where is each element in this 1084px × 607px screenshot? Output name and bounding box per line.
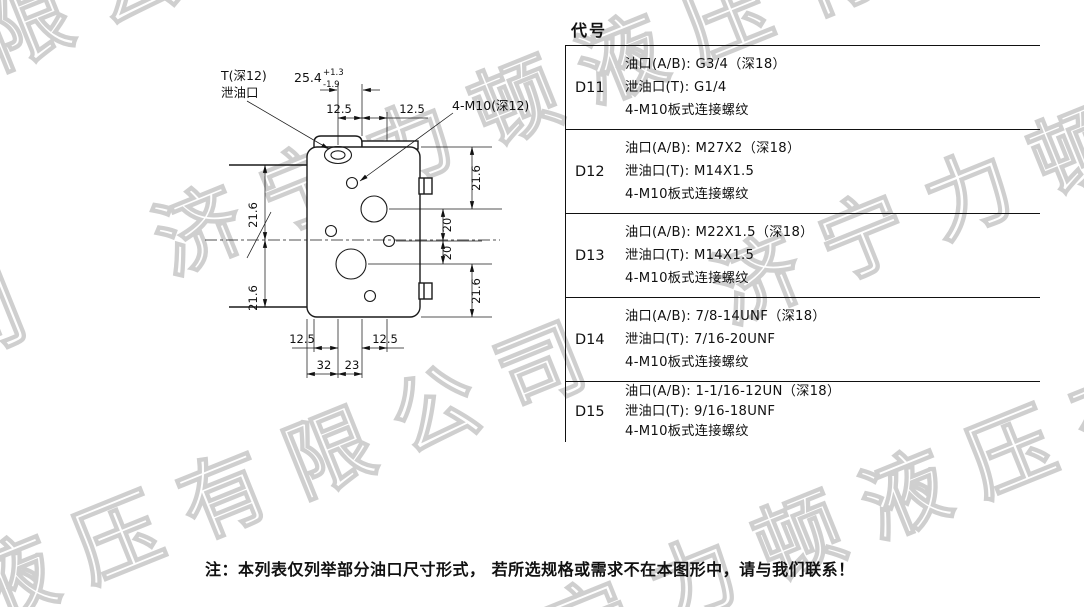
row-code: D15 [575, 404, 605, 420]
table-row-d14: D14 油口(A/B): 7/8-14UNF（深18） 泄油口(T): 7/16… [566, 298, 1040, 382]
dim-label-12-5: 12.5 [372, 332, 398, 346]
dim-tol-minus: -1.9 [323, 80, 340, 90]
row-line: 泄油口(T): 7/16-20UNF [625, 331, 776, 347]
hex-plug-lower [418, 282, 433, 300]
port-spec-table: 代号 D11 油口(A/B): G3/4（深18） 泄油口(T): G1/4 4… [565, 20, 1040, 442]
housing-break-lines [229, 164, 307, 308]
port-dimension-drawing: 25.4 +1.3 -1.9 12.5 12.5 4-M10(深12) T(深1… [205, 68, 529, 378]
row-line: 泄油口(T): M14X1.5 [625, 247, 755, 263]
table-row-d13: D13 油口(A/B): M22X1.5（深18） 泄油口(T): M14X1.… [566, 214, 1040, 298]
table-row-d15: D15 油口(A/B): 1-1/16-12UN（深18） 泄油口(T): 9/… [566, 382, 1040, 442]
port-b [335, 248, 367, 280]
m10-hole [382, 234, 396, 248]
row-line: 油口(A/B): M22X1.5（深18） [625, 224, 814, 240]
row-lines: 油口(A/B): G3/4（深18） 泄油口(T): G1/4 4-M10板式连… [625, 53, 786, 122]
row-code: D14 [575, 331, 605, 348]
row-code: D13 [575, 247, 605, 264]
row-line: 4-M10板式连接螺纹 [625, 354, 749, 370]
t-port-label: T(深12) [220, 68, 267, 83]
ports-and-holes [323, 145, 396, 303]
m10-hole [324, 224, 338, 238]
row-lines: 油口(A/B): 7/8-14UNF（深18） 泄油口(T): 7/16-20U… [625, 305, 826, 374]
dim-label-21-6: 21.6 [246, 285, 260, 311]
footer-note: 注：本列表仅列举部分油口尺寸形式， 若所选规格或需求不在本图形中，请与我们联系！ [205, 560, 855, 579]
row-code: D11 [575, 79, 605, 96]
dim-label-21-6: 21.6 [469, 278, 483, 304]
dim-label-25-4: 25.4 [294, 70, 322, 85]
m10-hole [363, 289, 377, 303]
row-line: 油口(A/B): M27X2（深18） [625, 140, 801, 156]
m10-callout-label: 4-M10(深12) [452, 98, 529, 113]
row-line: 4-M10板式连接螺纹 [625, 424, 749, 439]
t-port-ellipse [323, 145, 353, 165]
row-line: 油口(A/B): G3/4（深18） [625, 56, 786, 72]
row-line: 油口(A/B): 7/8-14UNF（深18） [625, 308, 826, 324]
row-lines: 油口(A/B): 1-1/16-12UN（深18） 泄油口(T): 9/16-1… [625, 382, 840, 442]
hex-plug-upper [418, 177, 433, 195]
valve-body [306, 135, 433, 318]
table-header: 代号 [571, 21, 608, 40]
row-line: 泄油口(T): M14X1.5 [625, 163, 755, 179]
row-line: 油口(A/B): 1-1/16-12UN（深18） [625, 384, 841, 399]
table-row-d11: D11 油口(A/B): G3/4（深18） 泄油口(T): G1/4 4-M1… [566, 46, 1040, 130]
table-body: D11 油口(A/B): G3/4（深18） 泄油口(T): G1/4 4-M1… [565, 45, 1040, 442]
dim-label-21-6: 21.6 [246, 202, 260, 228]
m10-hole [345, 176, 359, 190]
row-line: 4-M10板式连接螺纹 [625, 102, 749, 118]
dim-tol-plus: +1.3 [323, 68, 344, 78]
watermark-text: 济宁力顿液压有限公司 [0, 246, 67, 607]
t-port-label-2: 泄油口 [221, 85, 259, 100]
dim-label-23: 23 [345, 358, 360, 372]
row-code: D12 [575, 163, 605, 180]
dim-label-32: 32 [317, 358, 332, 372]
row-lines: 油口(A/B): M27X2（深18） 泄油口(T): M14X1.5 4-M1… [625, 137, 800, 206]
table-row-d12: D12 油口(A/B): M27X2（深18） 泄油口(T): M14X1.5 … [566, 130, 1040, 214]
dim-label-12-5: 12.5 [326, 102, 352, 116]
dim-label-21-6: 21.6 [469, 165, 483, 191]
row-line: 4-M10板式连接螺纹 [625, 270, 749, 286]
dim-label-12-5: 12.5 [399, 102, 425, 116]
row-lines: 油口(A/B): M22X1.5（深18） 泄油口(T): M14X1.5 4-… [625, 221, 814, 290]
dimension-lines [246, 84, 502, 378]
row-line: 4-M10板式连接螺纹 [625, 186, 749, 202]
dim-label-12-5: 12.5 [289, 332, 315, 346]
dim-label-20: 20 [440, 246, 454, 261]
row-line: 泄油口(T): G1/4 [625, 79, 727, 95]
row-line: 泄油口(T): 9/16-18UNF [625, 404, 776, 419]
dim-label-20: 20 [440, 218, 454, 233]
port-a [360, 195, 388, 223]
